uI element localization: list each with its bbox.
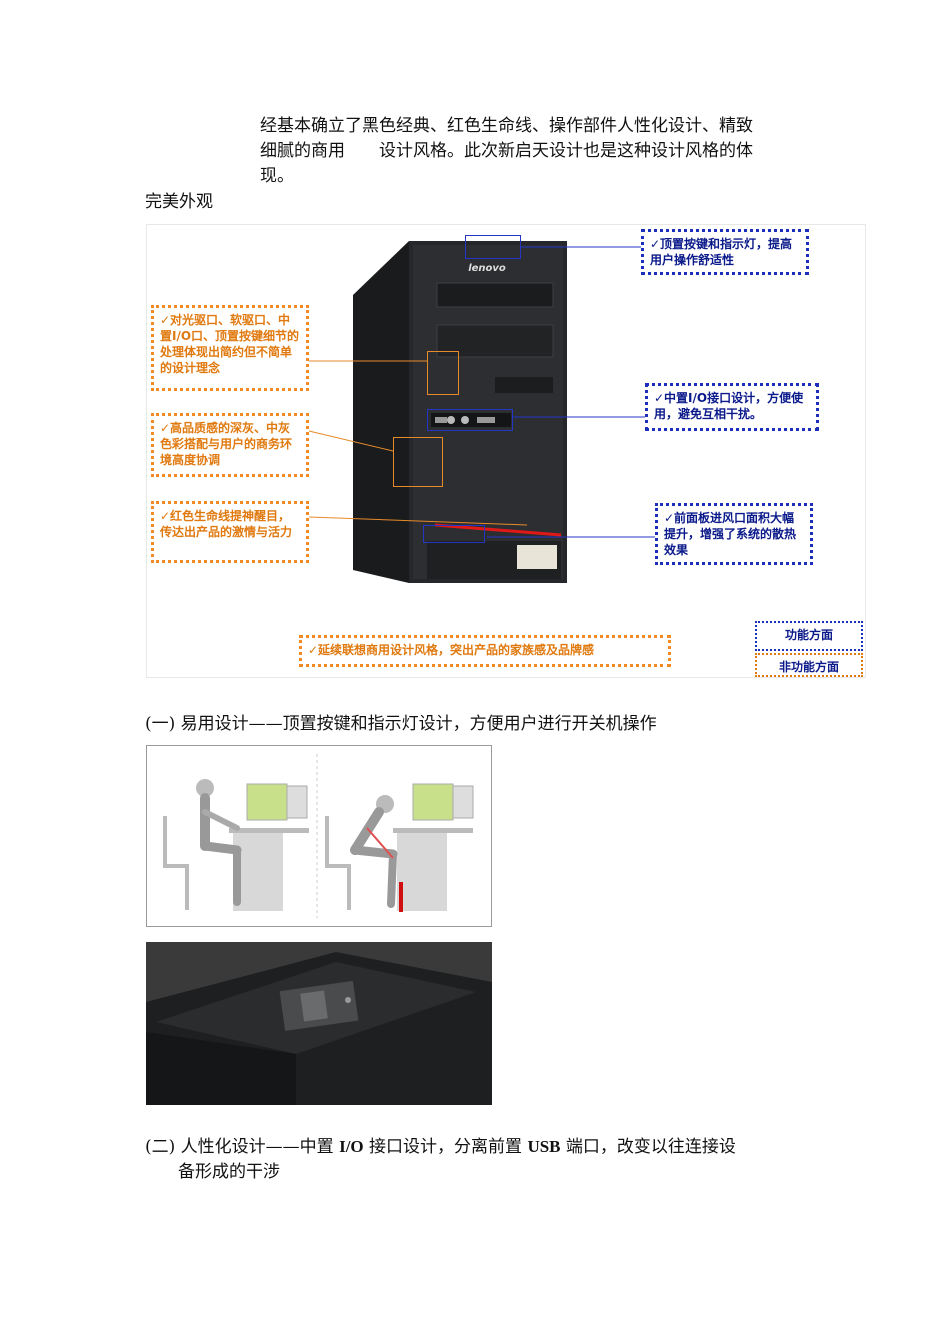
callout-top-buttons: ✓顶置按键和指示灯，提高用户操作舒适性: [641, 229, 809, 275]
heading2-line2: 备形成的干涉: [178, 1162, 280, 1182]
callout-io: ✓中置I/O接口设计，方便使用，避免互相干扰。: [645, 383, 819, 431]
heading2-prefix: (二) 人性化设计——中置: [145, 1137, 340, 1157]
callout-brand-style: ✓延续联想商用设计风格，突出产品的家族感及品牌感: [299, 635, 671, 667]
intro-line-3: 现。: [260, 166, 294, 186]
drive-bay-highlight: [427, 351, 459, 395]
heading2-usb: USB: [527, 1137, 561, 1156]
intro-paragraph: 经基本确立了黑色经典、红色生命线、操作部件人性化设计、精致 细腻的商用 设计风格…: [260, 114, 808, 189]
heading2-suffix: 端口，改变以往连接设: [560, 1137, 736, 1157]
brand-logo: lenovo: [468, 263, 506, 274]
top-buttons-photo: [146, 942, 492, 1105]
vent-highlight: [423, 525, 485, 543]
legend-nonfunctional: 非功能方面: [755, 653, 863, 677]
ergonomics-figure: [146, 745, 492, 927]
product-annotated-figure: lenovo ✓顶置按键和指示灯，提高用户操作舒适性 ✓对光驱口、软驱口、中置I…: [146, 224, 866, 678]
callout-colors: ✓高品质感的深灰、中灰色彩搭配与用户的商务环境高度协调: [151, 413, 309, 477]
callout-red-line: ✓红色生命线提神醒目，传达出产品的激情与活力: [151, 501, 309, 563]
legend-functional: 功能方面: [755, 621, 863, 651]
ergonomics-illustration: [163, 754, 474, 918]
callout-vent: ✓前面板进风口面积大幅提升，增强了系统的散热效果: [655, 503, 813, 565]
intro-line-1: 经基本确立了黑色经典、红色生命线、操作部件人性化设计、精致: [260, 116, 753, 136]
top-panel-illustration: [146, 942, 492, 1105]
io-panel-highlight: [427, 409, 513, 431]
panel-color-highlight: [393, 437, 443, 487]
top-buttons-highlight: [465, 235, 521, 259]
heading2-io: I/O: [339, 1137, 364, 1156]
heading-human-design: (二) 人性化设计——中置 I/O 接口设计，分离前置 USB 端口，改变以往连…: [145, 1134, 825, 1185]
pc-tower-illustration: lenovo: [308, 241, 655, 583]
section-title: 完美外观: [145, 192, 213, 212]
intro-line-2: 细腻的商用 设计风格。此次新启天设计也是这种设计风格的体: [260, 141, 753, 161]
heading2-mid: 接口设计，分离前置: [363, 1137, 528, 1157]
heading-easy-use: (一) 易用设计——顶置按键和指示灯设计，方便用户进行开关机操作: [145, 714, 657, 734]
callout-details: ✓对光驱口、软驱口、中置I/O口、顶置按键细节的处理体现出简约但不简单的设计理念: [151, 305, 309, 391]
